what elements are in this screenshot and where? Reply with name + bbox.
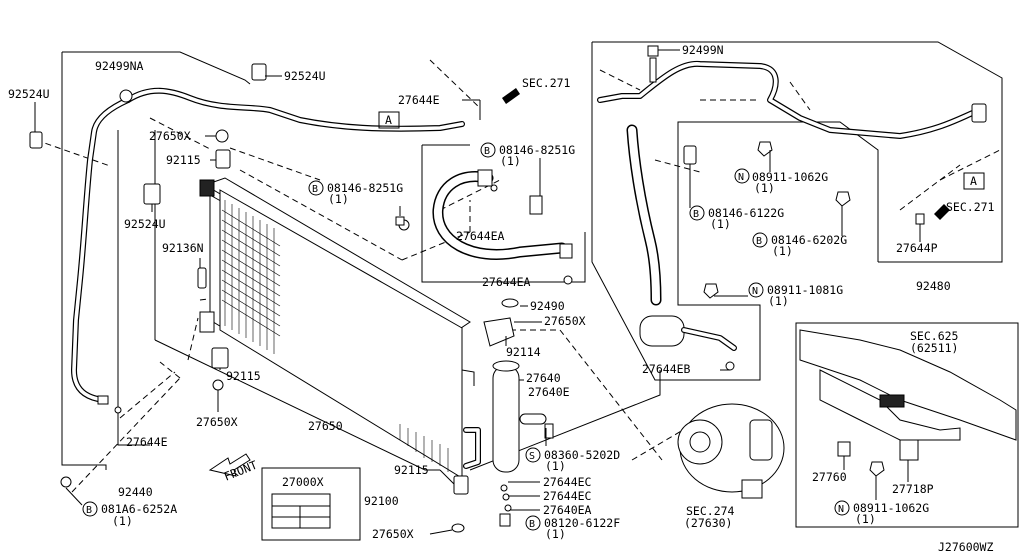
label-27000X: 27000X	[282, 475, 324, 489]
svg-text:(62511): (62511)	[910, 341, 958, 355]
svg-text:(1): (1)	[768, 294, 789, 308]
label-92524U-left: 92524U	[8, 87, 50, 101]
svg-text:B: B	[693, 209, 699, 220]
label-27640E: 27640E	[528, 385, 570, 399]
label-08146-6202G: 08146-6202G	[771, 233, 847, 247]
label-92440: 92440	[118, 485, 153, 499]
label-27650X-mid: 27650X	[196, 415, 238, 429]
label-27644EC-a: 27644EC	[543, 475, 592, 489]
svg-text:B: B	[86, 505, 92, 516]
label-27644P: 27644P	[896, 241, 938, 255]
label-08911-1081G: 08911-1081G	[767, 283, 843, 297]
label-box-A-left: A	[385, 113, 392, 127]
svg-text:(1): (1)	[545, 459, 566, 473]
label-sec625: SEC.625	[910, 329, 958, 343]
left-small-parts	[29, 63, 469, 533]
svg-text:N: N	[838, 504, 844, 515]
label-27650X-top: 27650X	[149, 129, 191, 143]
label-leaders	[34, 49, 921, 535]
svg-text:B: B	[529, 519, 535, 530]
label-27650X-right: 27650X	[544, 314, 586, 328]
label-sec271-right: SEC.271	[946, 200, 995, 214]
label-27640: 27640	[526, 371, 561, 385]
sec625-detail	[799, 329, 1017, 477]
label-92115-bot: 92115	[394, 463, 429, 477]
svg-text:(1): (1)	[772, 244, 793, 258]
receiver-drier-27640	[483, 298, 554, 527]
pipe-92480	[597, 45, 987, 371]
label-27718P: 27718P	[892, 482, 934, 496]
label-08146-6122G: 08146-6122G	[708, 206, 784, 220]
hose-92490	[432, 169, 573, 285]
label-08146-8251G-a: 08146-8251G	[499, 143, 575, 157]
labels: 92524U 92499NA 92524U 27650X 92115 92524…	[8, 43, 995, 554]
diagram-id: J27600WZ	[938, 540, 993, 554]
label-92490: 92490	[530, 299, 565, 313]
label-92524U-mid: 92524U	[124, 217, 166, 231]
svg-text:(1): (1)	[328, 192, 349, 206]
label-92499N: 92499N	[682, 43, 724, 57]
svg-text:N: N	[752, 286, 758, 297]
label-sec274: SEC.274	[686, 504, 735, 518]
svg-text:B: B	[484, 146, 490, 157]
label-27760: 27760	[812, 470, 847, 484]
label-92136N: 92136N	[162, 241, 204, 255]
label-081A6-6252A: 081A6-6252A	[101, 502, 177, 516]
compressor-sec274	[677, 403, 785, 499]
svg-text:B: B	[756, 236, 762, 247]
label-27644EA-a: 27644EA	[456, 229, 505, 243]
svg-text:B: B	[312, 184, 318, 195]
svg-text:(1): (1)	[545, 527, 566, 541]
svg-text:(1): (1)	[855, 512, 876, 526]
label-27644EB: 27644EB	[642, 362, 691, 376]
label-08911-1062G-a: 08911-1062G	[752, 170, 828, 184]
label-92524U-top: 92524U	[284, 69, 326, 83]
label-27644EA-b: 27644EA	[482, 275, 531, 289]
label-08360-5202D: 08360-5202D	[544, 448, 620, 462]
label-08146-8251G-b: 08146-8251G	[327, 181, 403, 195]
label-27644EC-b: 27644EC	[543, 489, 592, 503]
label-box-A-right: A	[970, 174, 977, 188]
arrows	[208, 88, 950, 477]
label-27640EA: 27640EA	[543, 503, 592, 517]
label-27650X-bot: 27650X	[372, 527, 414, 541]
label-92499NA: 92499NA	[95, 59, 144, 73]
label-27644E-top: 27644E	[398, 93, 440, 107]
svg-text:(1): (1)	[754, 181, 775, 195]
label-92100: 92100	[364, 494, 399, 508]
label-sec271-top: SEC.271	[522, 76, 571, 90]
svg-text:(1): (1)	[710, 217, 731, 231]
label-92115-top: 92115	[166, 153, 201, 167]
label-92115-mid: 92115	[226, 369, 261, 383]
label-92114: 92114	[506, 345, 541, 359]
dashed-leaders	[35, 59, 1001, 493]
svg-text:N: N	[738, 172, 744, 183]
svg-text:(27630): (27630)	[684, 516, 732, 530]
svg-text:(1): (1)	[500, 154, 521, 168]
svg-text:(1): (1)	[112, 514, 133, 528]
label-08120-6122F: 08120-6122F	[544, 516, 620, 530]
label-92480: 92480	[916, 279, 951, 293]
label-27644E-left: 27644E	[126, 435, 168, 449]
frame-lines	[61, 41, 1019, 541]
label-27650: 27650	[308, 419, 343, 433]
svg-text:S: S	[529, 451, 535, 462]
label-08911-1062G-b: 08911-1062G	[853, 501, 929, 515]
